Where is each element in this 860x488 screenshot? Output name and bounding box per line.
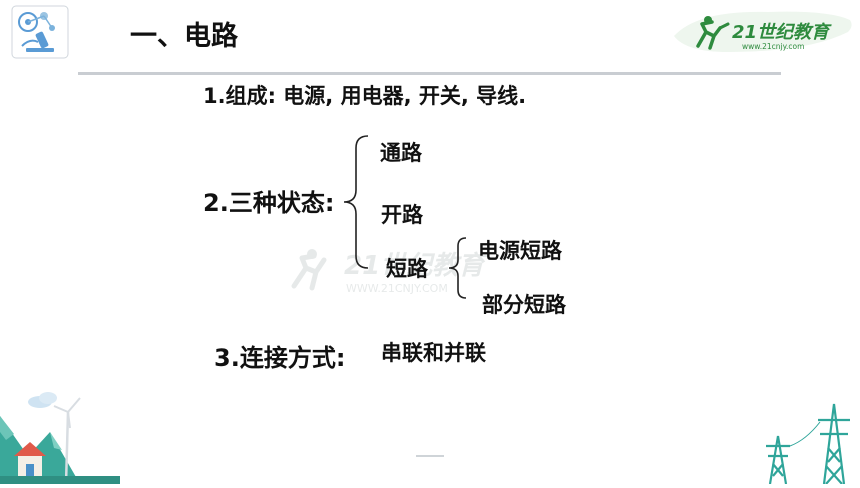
state-item: 短路 [386,257,428,281]
short-circuit-type: 电源短路 [478,239,562,263]
slide-title: 一、电路 [130,21,238,52]
watermark-subtext: WWW.21CNJY.COM [346,282,448,295]
state-item: 开路 [381,203,423,227]
watermark-text: 21世纪教育 [344,251,488,281]
short-circuit-type: 部分短路 [482,293,566,317]
power-tower-decoration [762,400,860,485]
brand-logo-text: 21世纪教育 [732,22,832,43]
connection-heading: 3.连接方式: [214,344,346,372]
landscape-decoration [0,376,120,485]
watermark: 21世纪教育 WWW.21CNJY.COM [284,240,544,300]
short-circuit-brace [446,236,468,300]
microscope-logo-icon [8,4,72,60]
brand-logo-subtext: www.21cnjy.com [742,42,804,51]
state-item: 通路 [380,141,422,165]
composition-line: 1.组成: 电源, 用电器, 开关, 导线. [203,84,527,108]
slide-indicator [416,455,444,457]
states-heading: 2.三种状态: [203,189,335,217]
title-divider [78,72,781,75]
connection-value: 串联和并联 [381,341,486,365]
runner-logo-icon: 21世纪教育 www.21cnjy.com [668,6,856,58]
states-brace [340,134,370,270]
